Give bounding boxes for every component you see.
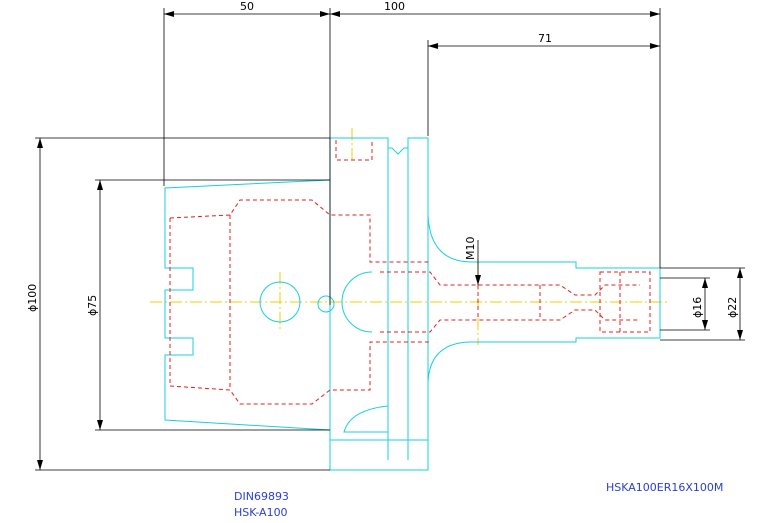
part-outline bbox=[164, 137, 661, 471]
dim-100: 100 bbox=[384, 0, 405, 13]
note-interface: HSK-A100 bbox=[234, 506, 288, 519]
dim-dia-75: ϕ75 bbox=[86, 295, 99, 316]
note-standard: DIN69893 bbox=[234, 490, 289, 503]
dim-50: 50 bbox=[240, 0, 254, 13]
dim-dia-100: ϕ100 bbox=[26, 284, 39, 312]
note-part-number: HSKA100ER16X100M bbox=[606, 481, 724, 494]
centerlines bbox=[150, 128, 670, 345]
dim-71: 71 bbox=[538, 32, 552, 45]
dim-dia-22: ϕ22 bbox=[726, 297, 739, 318]
dim-dia-16: ϕ16 bbox=[691, 297, 704, 318]
dim-thread-m10: M10 bbox=[464, 237, 477, 261]
hidden-features bbox=[169, 140, 651, 405]
dimension-lines bbox=[35, 8, 745, 471]
